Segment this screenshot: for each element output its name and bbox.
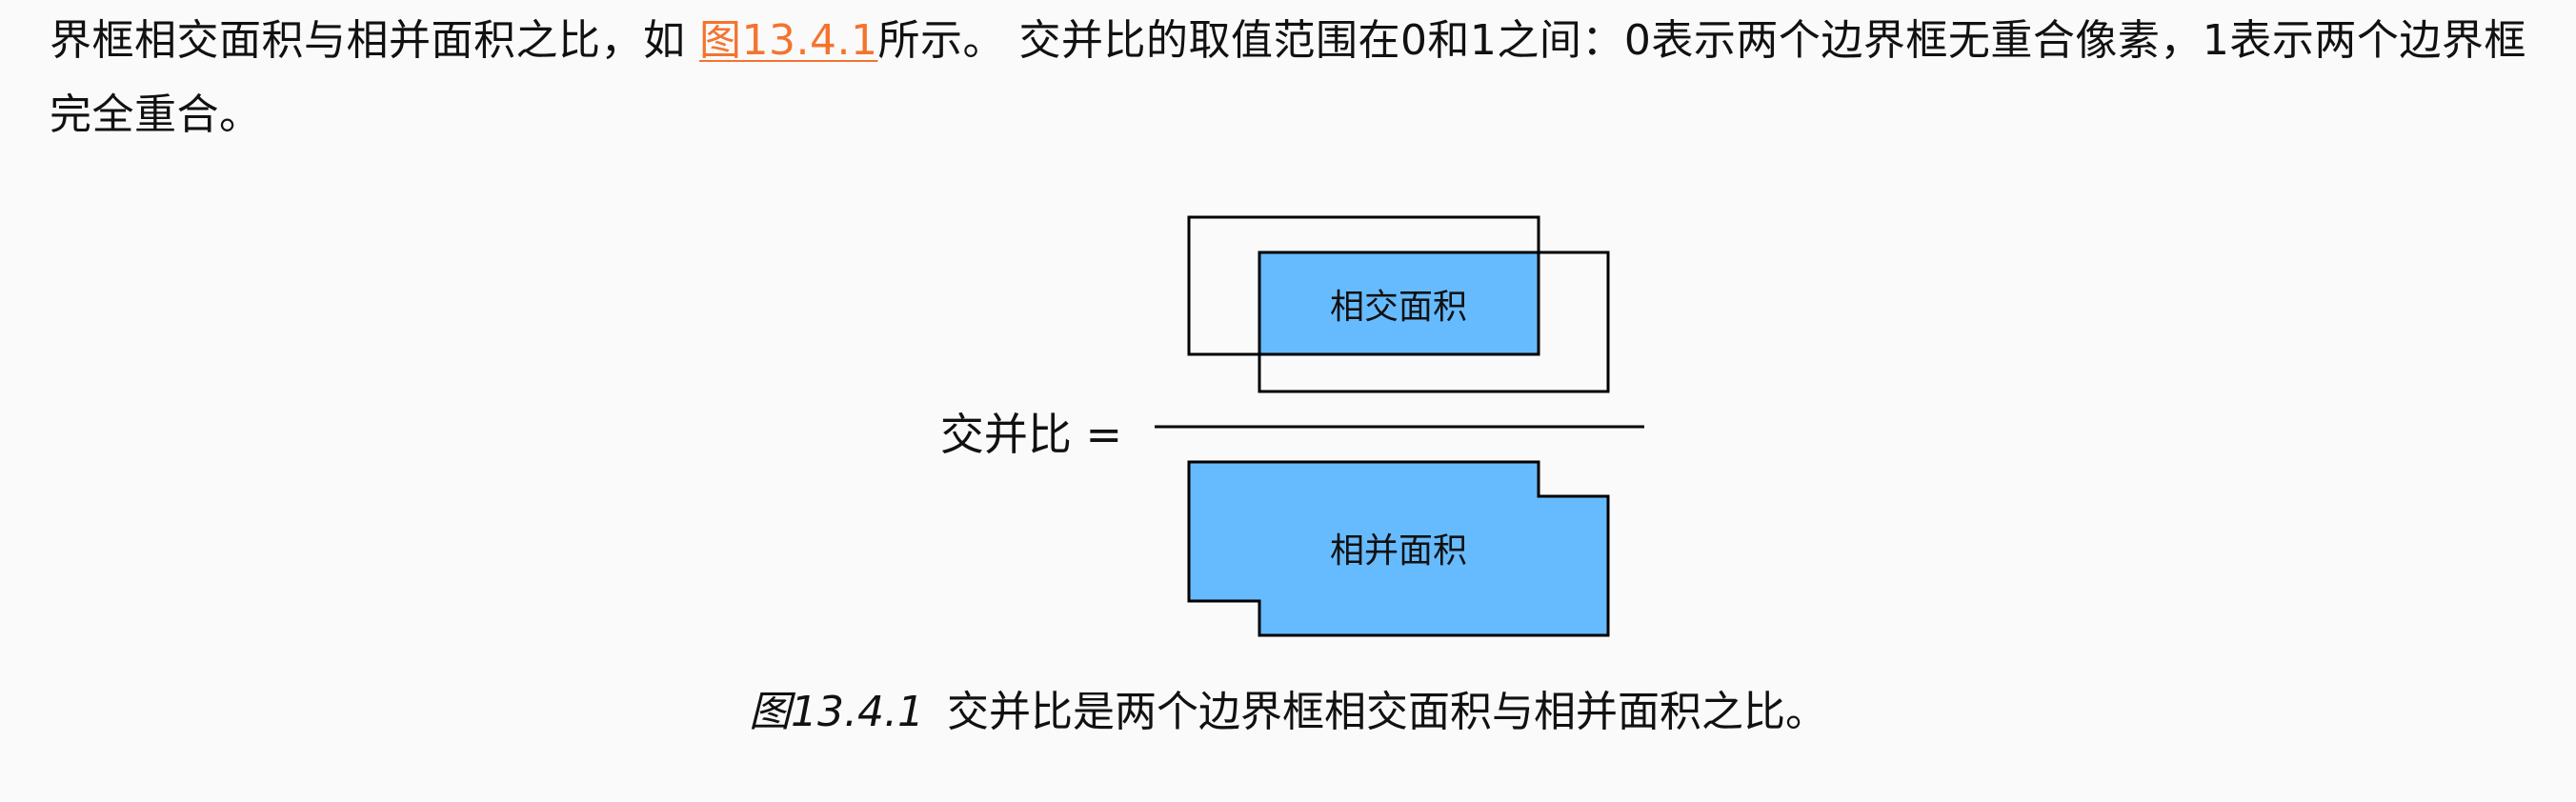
union-shape xyxy=(1187,460,1610,637)
intersection-label: 相交面积 xyxy=(1330,288,1467,327)
paragraph-text-before-link: 界框相交面积与相并面积之比，如 xyxy=(50,16,699,65)
caption-figure-number: 图13.4.1 xyxy=(749,688,924,736)
paragraph-text-after-link: 所示。 交并比的取值范围在0和1之间：0表示两个边界框无重合像素，1表示两个边界… xyxy=(50,16,2526,139)
intersection-fill xyxy=(1259,252,1539,354)
equation-label: 交并比 = xyxy=(940,409,1122,460)
caption-text: 交并比是两个边界框相交面积与相并面积之比。 xyxy=(946,688,1827,736)
bounding-box-b xyxy=(1258,251,1610,393)
figure-caption: 图13.4.1 交并比是两个边界框相交面积与相并面积之比。 xyxy=(0,684,2576,741)
body-paragraph: 界框相交面积与相并面积之比，如 图13.4.1所示。 交并比的取值范围在0和1之… xyxy=(50,4,2526,152)
bounding-box-a xyxy=(1187,215,1540,356)
union-label: 相并面积 xyxy=(1330,531,1467,571)
figure-reference-link[interactable]: 图13.4.1 xyxy=(699,16,878,65)
